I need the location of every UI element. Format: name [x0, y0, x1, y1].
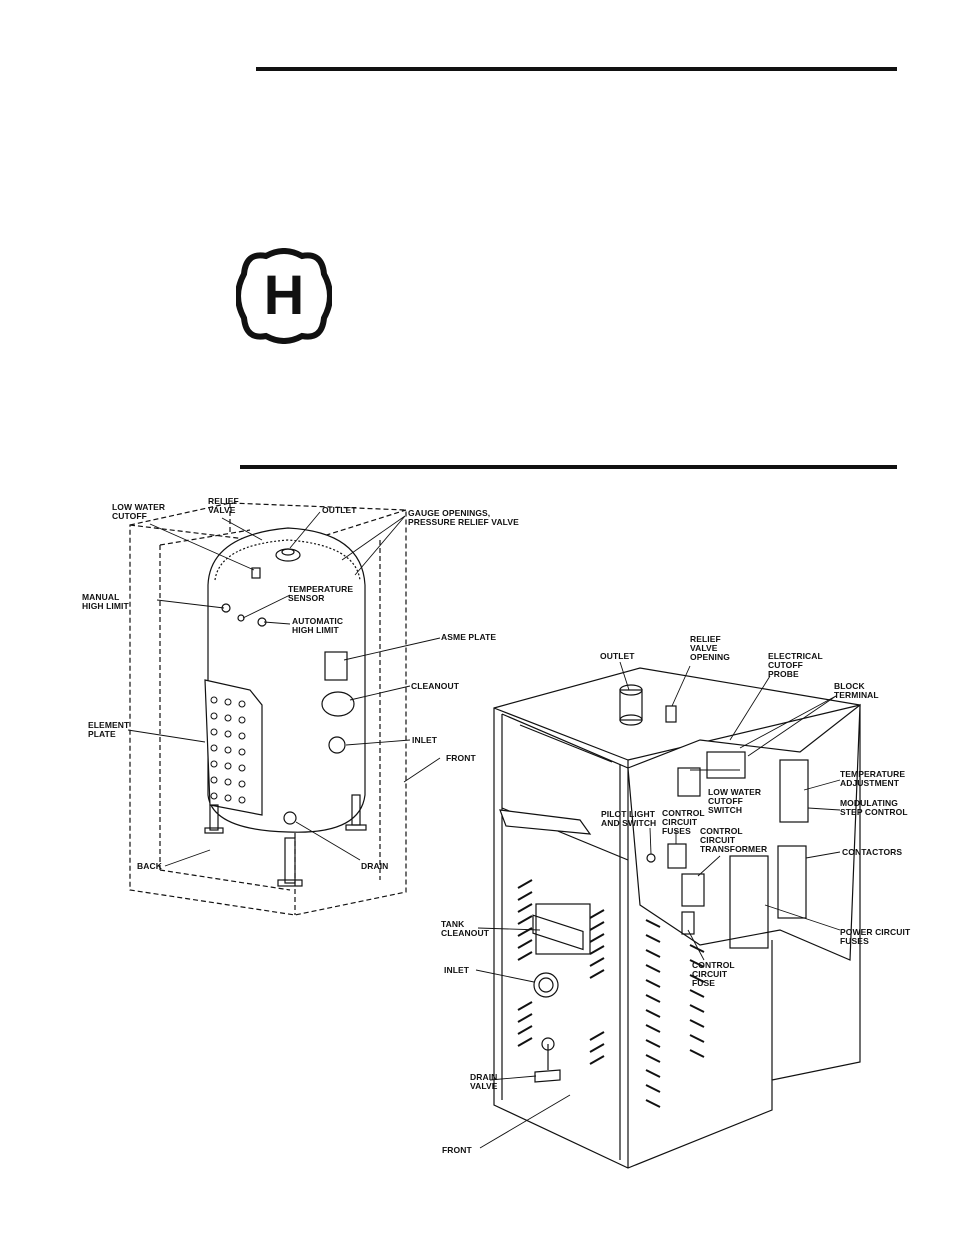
label-electrical-cutoff-probe: ELECTRICAL CUTOFF PROBE — [768, 651, 823, 679]
left-leaders — [127, 511, 441, 867]
label-inlet-left: INLET — [412, 735, 438, 745]
label-low-water-cutoff: LOW WATER CUTOFF — [112, 502, 166, 521]
label-control-circuit-fuses: CONTROL CIRCUIT FUSES — [662, 808, 705, 836]
label-outlet-right: OUTLET — [600, 651, 635, 661]
label-front-right: FRONT — [442, 1145, 472, 1155]
label-tank-cleanout: TANK CLEANOUT — [441, 919, 490, 938]
label-contactors: CONTACTORS — [842, 847, 903, 857]
right-leaders — [475, 661, 841, 1149]
label-inlet-right: INLET — [444, 965, 470, 975]
label-temperature-sensor: TEMPERATURE SENSOR — [288, 584, 354, 603]
heater-symbol-icon: H — [236, 248, 332, 344]
label-drain: DRAIN — [361, 861, 389, 871]
label-control-circuit-fuse: CONTROL CIRCUIT FUSE — [692, 960, 735, 988]
label-front-left: FRONT — [446, 753, 476, 763]
label-control-circuit-transformer: CONTROL CIRCUIT TRANSFORMER — [700, 826, 768, 854]
label-manual-high-limit: MANUAL HIGH LIMIT — [82, 592, 129, 611]
label-relief-valve: RELIEF VALVE — [208, 496, 239, 515]
label-cleanout: CLEANOUT — [411, 681, 460, 691]
right-vents — [517, 879, 705, 1108]
top-rule — [256, 67, 897, 71]
element-plate-holes — [210, 696, 246, 804]
label-power-circuit-fuses: POWER CIRCUIT FUSES — [840, 927, 911, 946]
bottom-rule — [240, 465, 897, 469]
symbol-letter: H — [264, 263, 304, 326]
label-outlet-left: OUTLET — [322, 505, 357, 515]
label-asme-plate: ASME PLATE — [441, 632, 497, 642]
label-gauge-openings: GAUGE OPENINGS, PRESSURE RELIEF VALVE — [408, 508, 519, 527]
label-relief-valve-opening: RELIEF VALVE OPENING — [690, 634, 730, 662]
label-back: BACK — [137, 861, 162, 871]
left-tank — [204, 527, 367, 887]
label-temperature-adjustment: TEMPERATURE ADJUSTMENT — [840, 769, 906, 788]
label-element-plate: ELEMENT PLATE — [88, 720, 130, 739]
label-block-terminal: BLOCK TERMINAL — [834, 681, 879, 700]
label-drain-valve: DRAIN VALVE — [470, 1072, 498, 1091]
label-automatic-high-limit: AUTOMATIC HIGH LIMIT — [292, 616, 344, 635]
label-low-water-cutoff-switch: LOW WATER CUTOFF SWITCH — [708, 787, 762, 815]
label-modulating-step-control: MODULATING STEP CONTROL — [840, 798, 908, 817]
right-components — [499, 684, 861, 1083]
label-pilot-light-and-switch: PILOT LIGHT AND SWITCH — [601, 809, 657, 828]
